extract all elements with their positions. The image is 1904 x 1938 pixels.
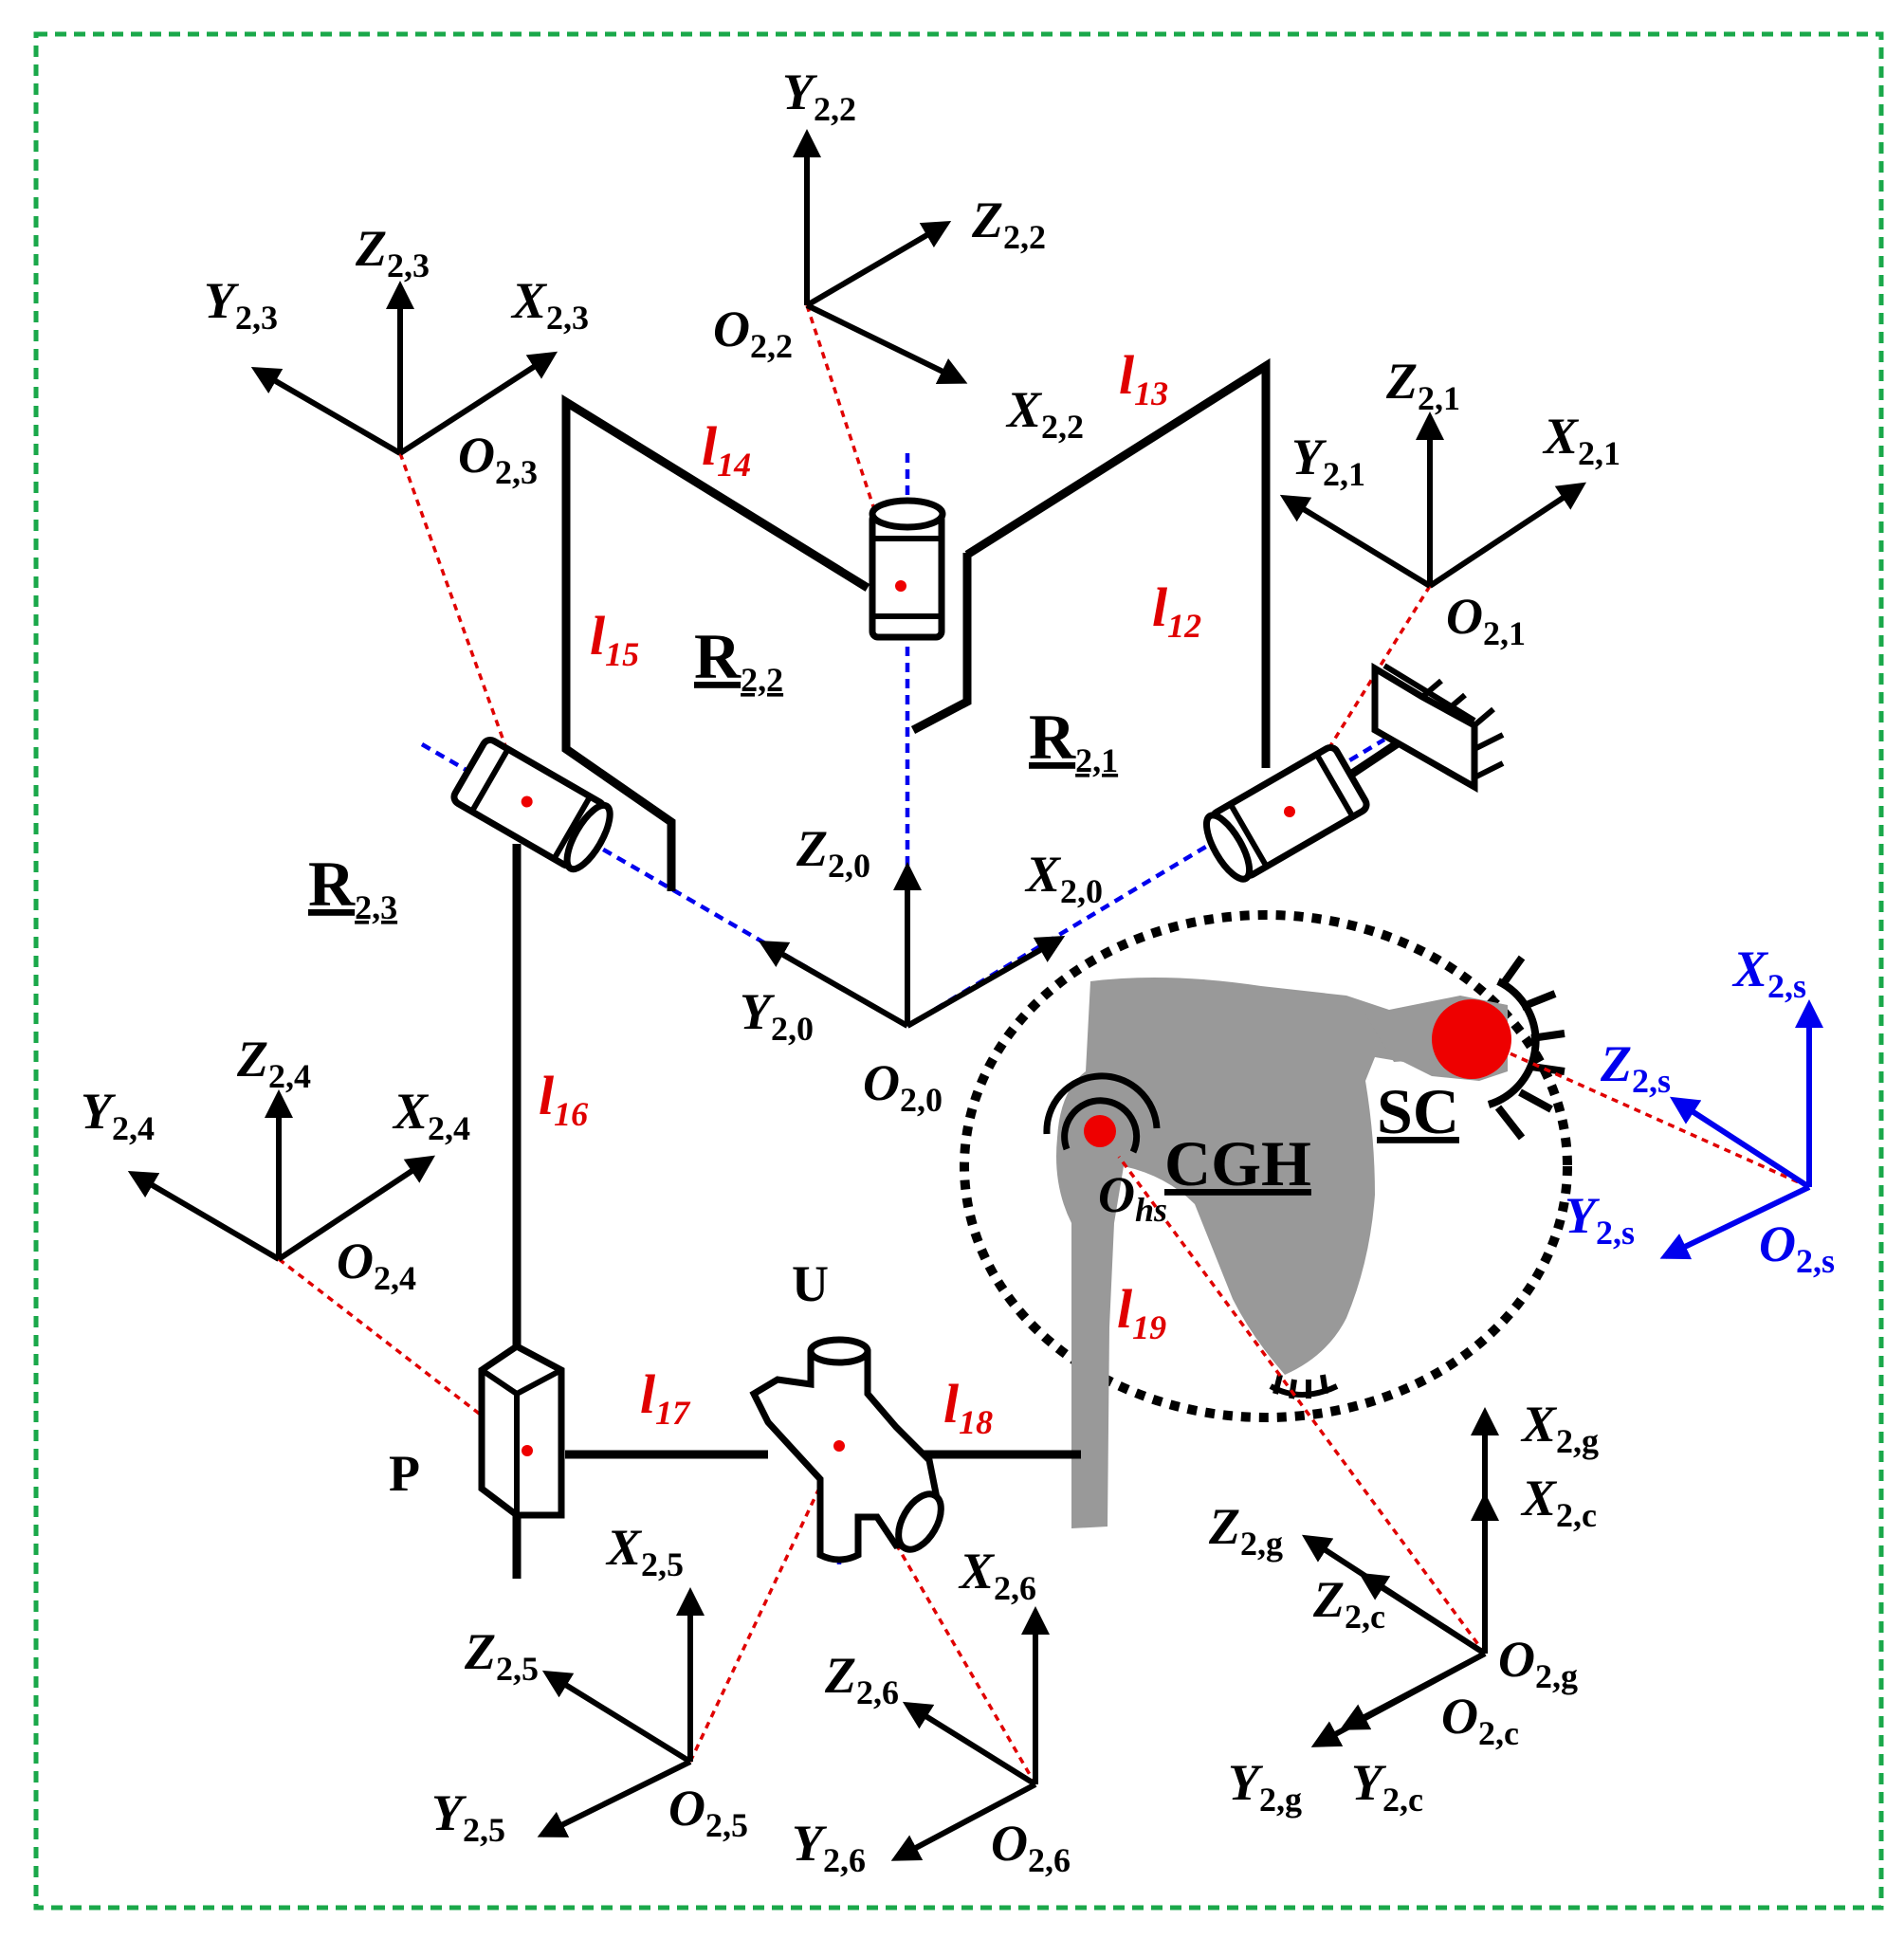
label-o23: O2,3	[458, 427, 538, 491]
label-z23: Z2,3	[355, 220, 430, 284]
shoulder-region-ellipse	[960, 910, 1572, 1422]
label-z2g: Z2,g	[1208, 1498, 1283, 1563]
label-o26: O2,6	[991, 1815, 1071, 1879]
label-x22: X2,2	[1005, 381, 1084, 446]
label-z26: Z2,6	[824, 1647, 899, 1711]
ground-block	[1371, 662, 1505, 794]
link-dashed-lines	[277, 304, 1810, 1785]
label-y24: Y2,4	[81, 1083, 155, 1147]
label-l19: l19	[1117, 1278, 1166, 1346]
label-o21: O2,1	[1446, 588, 1526, 652]
label-x2c: X2,c	[1520, 1470, 1597, 1534]
label-r23: R2,3	[308, 848, 397, 926]
link-l13-l12	[964, 357, 1271, 768]
label-o2c: O2,c	[1441, 1688, 1519, 1752]
scapula-shape	[1056, 978, 1508, 1528]
label-u: U	[792, 1255, 829, 1312]
joint-labels: R2,1 R2,2 R2,3 U P CGH SC Ohs	[308, 620, 1459, 1502]
label-z25: Z2,5	[464, 1623, 539, 1688]
label-y25: Y2,5	[431, 1784, 505, 1849]
shoulder-anatomy	[960, 910, 1572, 1528]
label-o22: O2,2	[713, 301, 793, 365]
label-p: P	[389, 1445, 420, 1502]
label-z21: Z2,1	[1385, 353, 1460, 417]
label-z2c: Z2,c	[1312, 1571, 1385, 1636]
label-y2g: Y2,g	[1228, 1754, 1302, 1819]
label-l13: l13	[1119, 344, 1168, 412]
frame-axes	[127, 129, 1823, 1861]
label-x25: X2,5	[605, 1519, 684, 1583]
figure-border	[33, 31, 1884, 1911]
label-y2c: Y2,c	[1351, 1754, 1423, 1819]
label-z2s: Z2,s	[1600, 1035, 1671, 1100]
label-z24: Z2,4	[236, 1031, 311, 1095]
label-r22: R2,2	[694, 620, 783, 699]
label-o25: O2,5	[668, 1780, 748, 1844]
label-cgh: CGH	[1164, 1127, 1311, 1199]
label-l12: l12	[1152, 576, 1201, 645]
label-y26: Y2,6	[792, 1815, 866, 1879]
link-r22-bracket	[910, 553, 972, 734]
label-y20: Y2,0	[740, 983, 814, 1048]
label-x20: X2,0	[1024, 846, 1103, 910]
label-l17: l17	[640, 1363, 691, 1432]
sc-ground-arc	[1487, 978, 1540, 1108]
label-l14: l14	[702, 415, 751, 484]
label-sc: SC	[1377, 1075, 1459, 1147]
label-x23: X2,3	[510, 272, 589, 337]
label-x2s: X2,s	[1731, 941, 1806, 1005]
label-y21: Y2,1	[1291, 429, 1365, 493]
label-r21: R2,1	[1029, 701, 1118, 779]
label-l18: l18	[943, 1373, 993, 1441]
label-o24: O2,4	[337, 1233, 416, 1297]
scapula-rim-hatch	[1269, 1374, 1339, 1399]
label-y22: Y2,2	[782, 64, 856, 128]
label-z22: Z2,2	[971, 192, 1046, 256]
link-l14-l15	[561, 393, 870, 891]
label-x2g: X2,g	[1520, 1396, 1599, 1460]
link-labels: l12 l13 l14 l15 l16 l17 l18 l19	[539, 344, 1201, 1441]
label-x24: X2,4	[392, 1083, 470, 1147]
humeral-head-center	[1084, 1115, 1116, 1147]
label-l16: l16	[539, 1065, 588, 1133]
label-x21: X2,1	[1542, 408, 1620, 472]
label-y2s: Y2,s	[1565, 1187, 1635, 1252]
joint-r21-cylinder	[1203, 744, 1370, 883]
label-z20: Z2,0	[796, 820, 870, 885]
label-y23: Y2,3	[204, 272, 278, 337]
sc-joint-center	[1432, 999, 1511, 1079]
label-o2s: O2,s	[1759, 1216, 1835, 1280]
label-o20: O2,0	[863, 1054, 943, 1119]
joint-r22-cylinder	[869, 497, 946, 641]
label-l15: l15	[590, 605, 639, 673]
joint-p-block	[478, 1342, 565, 1519]
label-x26: X2,6	[958, 1543, 1036, 1607]
mechanism-links	[512, 357, 1420, 1579]
joint-u-cross	[749, 1336, 944, 1563]
humeral-head-arc-outer	[1043, 1072, 1161, 1135]
label-ohs: Ohs	[1098, 1166, 1167, 1229]
label-o2g: O2,g	[1498, 1631, 1578, 1695]
joint-r23-cylinder	[450, 737, 613, 873]
frame-labels: Z2,0 X2,0 Y2,0 O2,0 Z2,1 Y2,1 X2,1 O2,1 …	[81, 64, 1835, 1879]
humeral-head-arc-inner	[1061, 1097, 1141, 1154]
